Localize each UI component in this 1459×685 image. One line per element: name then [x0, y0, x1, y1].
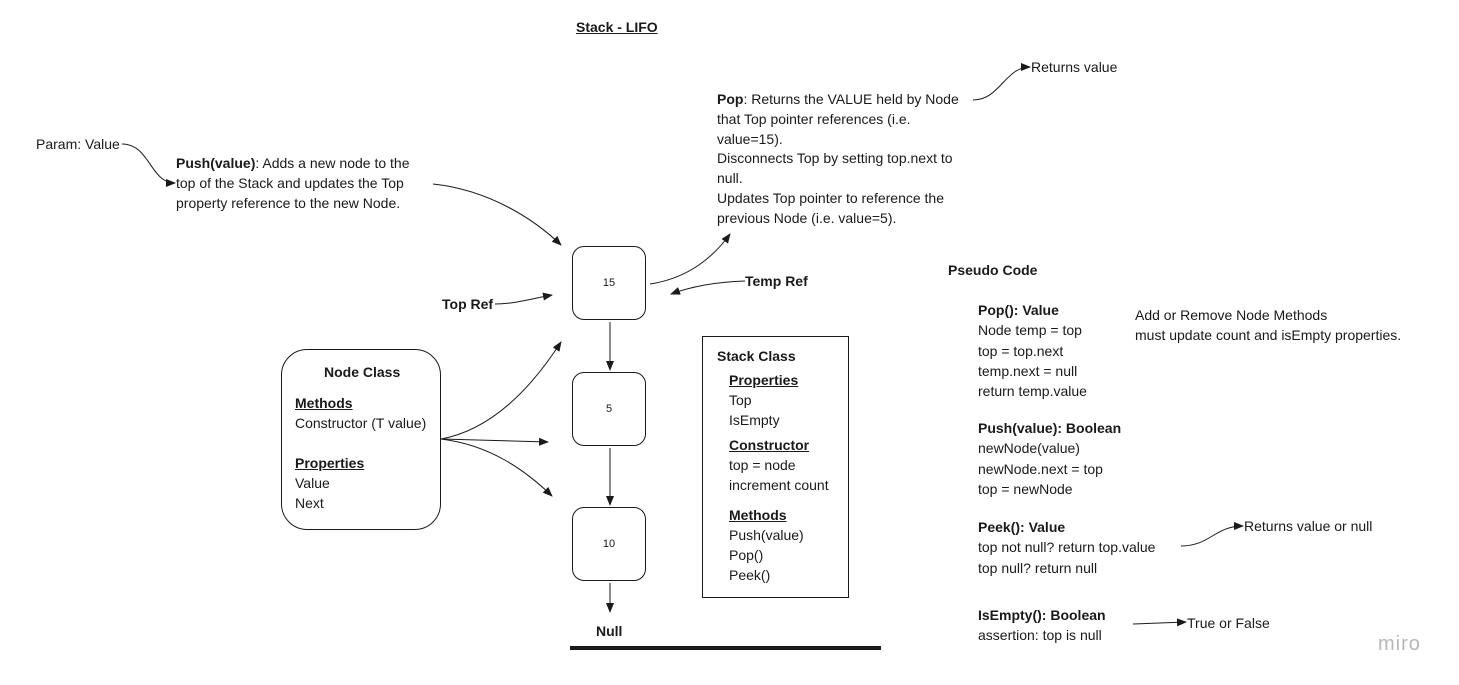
- pseudo-push-line: newNode.next = top: [978, 460, 1103, 477]
- top-ref-connector: [494, 292, 553, 305]
- push-description: Push(value): Adds a new node to the top …: [176, 154, 409, 213]
- pop-line: null.: [717, 170, 743, 187]
- node-class-property: Next: [295, 495, 324, 511]
- node-class-methods-header: Methods: [295, 395, 353, 411]
- isempty-note-connector: [1132, 618, 1187, 627]
- pseudo-code-header: Pseudo Code: [948, 262, 1038, 278]
- pseudo-note-line: Add or Remove Node Methods: [1135, 307, 1328, 323]
- pop-name: Pop: [717, 91, 744, 107]
- stack-class-box[interactable]: Stack Class Properties Top IsEmpty Const…: [702, 336, 849, 598]
- push-name: Push(value): [176, 155, 256, 171]
- param-label: Param: Value: [36, 136, 120, 152]
- pop-line: Disconnects Top by setting top.next to: [717, 150, 953, 167]
- pseudo-push-line: newNode(value): [978, 440, 1080, 457]
- node-value: 15: [602, 277, 616, 289]
- pseudo-isempty-signature: IsEmpty(): Boolean: [978, 607, 1106, 623]
- pseudo-pop-line: top = top.next: [978, 342, 1064, 359]
- pseudo-pop-line: Node temp = top: [978, 322, 1082, 339]
- param-connector: [121, 143, 176, 187]
- pop-line: that Top pointer references (i.e.: [717, 110, 911, 127]
- pseudo-isempty: IsEmpty(): Boolean assertion: top is nul…: [978, 605, 1106, 646]
- miro-watermark: miro: [1378, 633, 1421, 655]
- stack-class-title: Stack Class: [717, 348, 796, 364]
- node-value: 10: [602, 538, 616, 550]
- stack-node-5[interactable]: 5: [572, 372, 646, 446]
- peek-note-label: Returns value or null: [1244, 518, 1373, 534]
- push-line: property reference to the new Node.: [176, 194, 401, 211]
- stack-class-properties-header: Properties: [729, 372, 799, 388]
- node-class-box[interactable]: Node Class Methods Constructor (T value)…: [281, 349, 441, 530]
- pseudo-pop-line: temp.next = null: [978, 362, 1078, 379]
- stack-class-constructor-header: Constructor: [729, 437, 810, 453]
- pseudo-note-line: must update count and isEmpty properties…: [1135, 326, 1402, 343]
- nodeclass-to-10-connector: [440, 438, 553, 497]
- returns-value-label: Returns value: [1031, 59, 1118, 75]
- node-class-properties-header: Properties: [295, 455, 365, 471]
- pseudo-peek-line: top null? return null: [978, 559, 1098, 576]
- pseudo-pop: Pop(): Value Node temp = top top = top.n…: [978, 300, 1087, 401]
- stack-class-constructor-line: top = node: [729, 457, 796, 473]
- pop-line: : Returns the VALUE held by Node: [743, 91, 959, 107]
- stack-class-property: IsEmpty: [729, 412, 780, 428]
- stack-class-constructor-line: increment count: [729, 477, 829, 493]
- node-class-title: Node Class: [324, 364, 401, 380]
- pop-connector: [649, 233, 731, 285]
- diagram-title: Stack - LIFO: [576, 19, 658, 35]
- pop-line: value=15).: [717, 130, 783, 147]
- peek-note-connector: [1180, 522, 1244, 547]
- top-ref-label: Top Ref: [442, 296, 494, 312]
- pop-line: previous Node (i.e. value=5).: [717, 209, 897, 226]
- pseudo-push: Push(value): Boolean newNode(value) newN…: [978, 418, 1121, 499]
- pseudo-isempty-line: assertion: top is null: [978, 627, 1102, 644]
- stack-class-property: Top: [729, 392, 752, 408]
- pseudo-push-signature: Push(value): Boolean: [978, 420, 1122, 436]
- pseudo-peek-line: top not null? return top.value: [978, 539, 1156, 556]
- stack-class-methods-header: Methods: [729, 507, 787, 523]
- temp-ref-connector: [670, 280, 746, 295]
- pseudo-pop-signature: Pop(): Value: [978, 302, 1059, 318]
- pop-description: Pop: Returns the VALUE held by Node that…: [717, 90, 959, 229]
- nodeclass-to-15-connector: [440, 341, 562, 440]
- temp-ref-label: Temp Ref: [745, 273, 808, 289]
- push-line: top of the Stack and updates the Top: [176, 174, 404, 191]
- nodeclass-to-5-connector: [440, 437, 549, 446]
- pseudo-note: Add or Remove Node Methods must update c…: [1135, 306, 1401, 346]
- returns-value-connector: [972, 63, 1031, 101]
- pop-line: Updates Top pointer to reference the: [717, 189, 945, 206]
- pseudo-peek-signature: Peek(): Value: [978, 519, 1066, 535]
- pseudo-push-line: top = newNode: [978, 480, 1073, 497]
- node-class-property: Value: [295, 475, 330, 491]
- stack-class-method: Peek(): [729, 567, 771, 583]
- stack-node-10[interactable]: 10: [572, 507, 646, 581]
- node-value: 5: [605, 403, 613, 415]
- push-line: : Adds a new node to the: [255, 155, 410, 171]
- isempty-note-label: True or False: [1187, 615, 1270, 631]
- stack-node-15[interactable]: 15: [572, 246, 646, 320]
- pseudo-pop-line: return temp.value: [978, 383, 1087, 400]
- node-class-method: Constructor (T value): [295, 415, 427, 431]
- push-connector: [432, 183, 562, 246]
- stack-class-method: Pop(): [729, 547, 764, 563]
- pseudo-peek: Peek(): Value top not null? return top.v…: [978, 517, 1155, 578]
- stack-class-method: Push(value): [729, 527, 804, 543]
- null-label: Null: [596, 623, 623, 639]
